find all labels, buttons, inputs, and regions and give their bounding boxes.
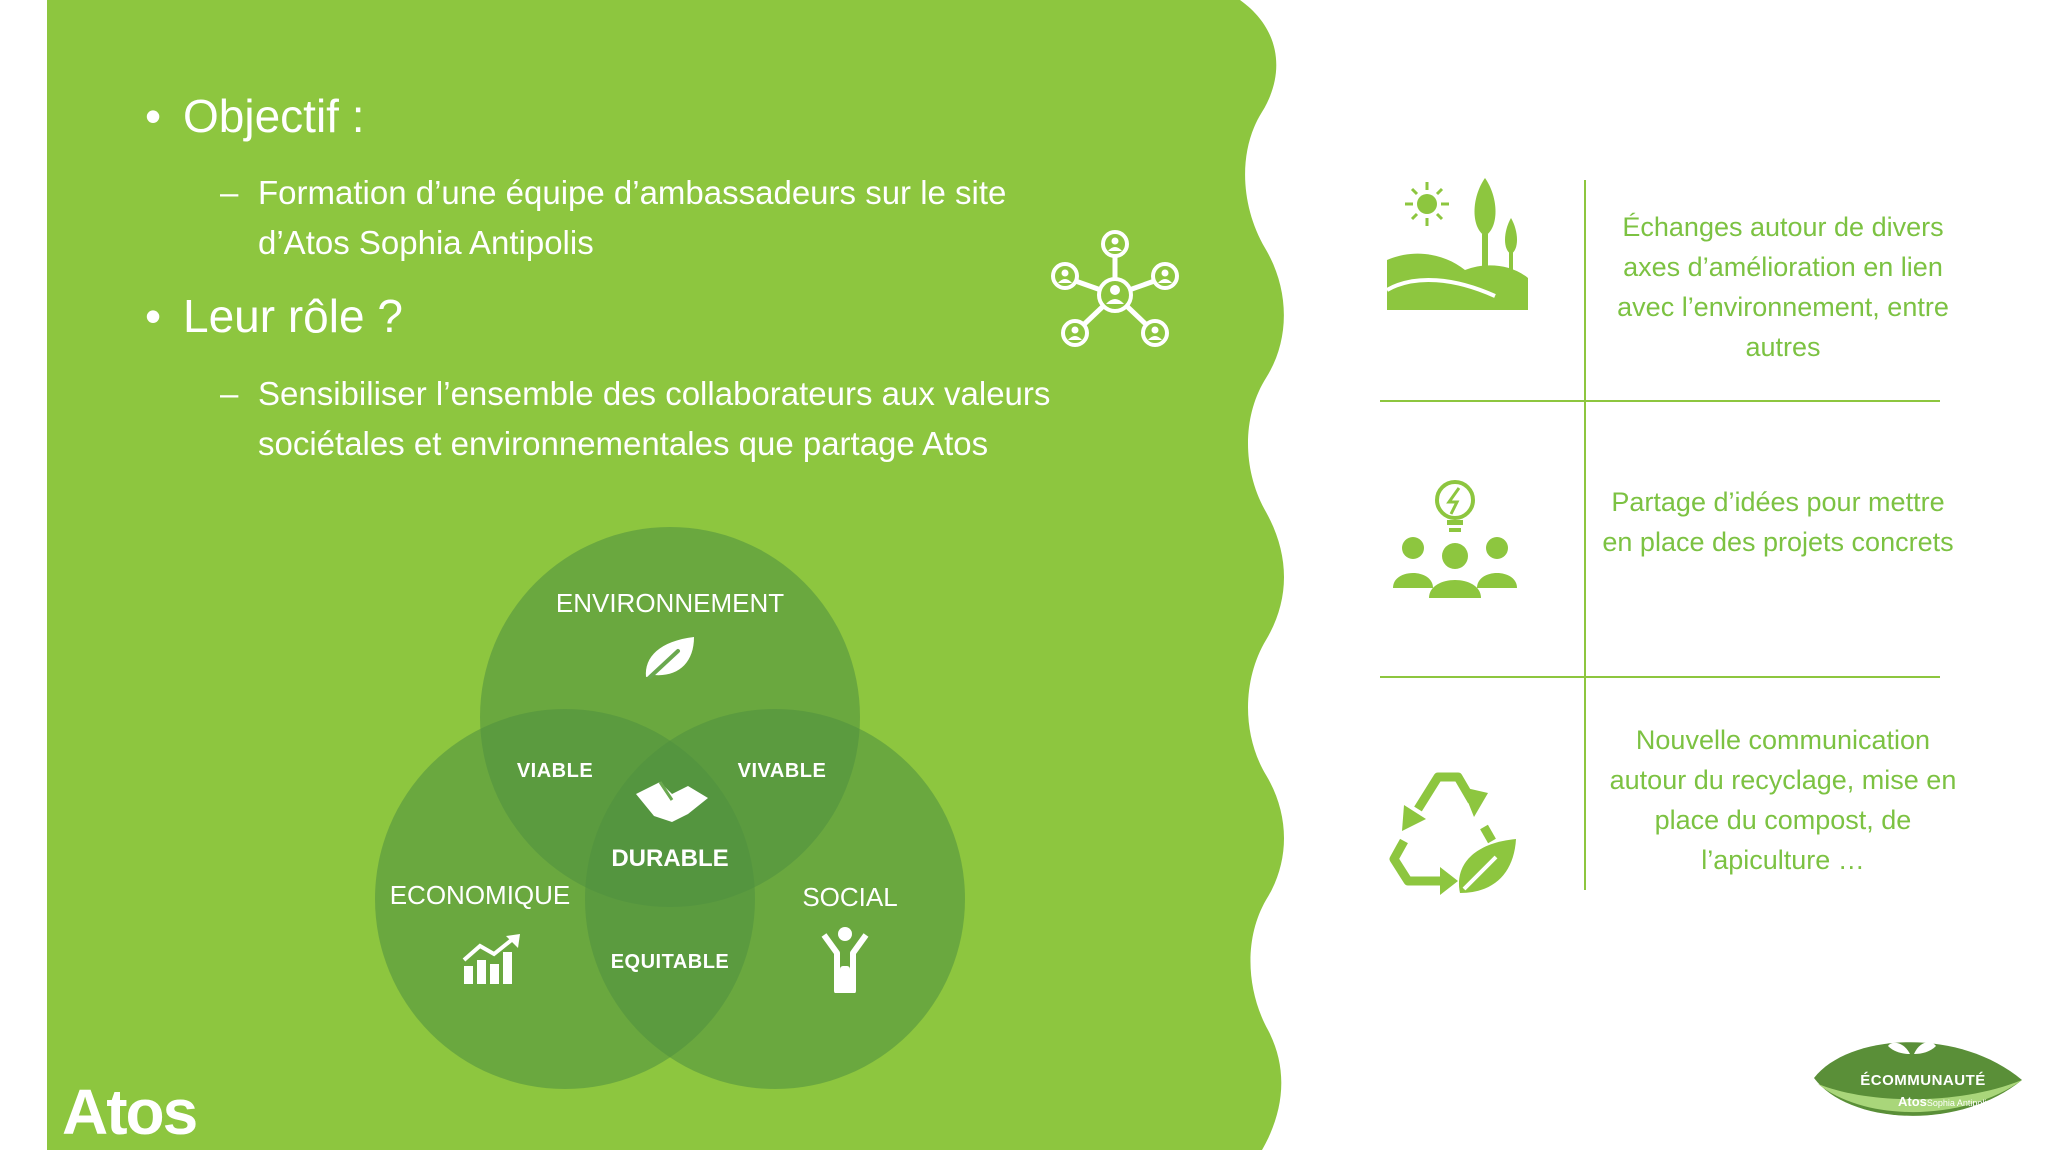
right-text-3: Nouvelle communication autour du recycla… [1609, 725, 1957, 875]
idea-team-icon [1393, 480, 1517, 598]
bullet-title: Objectif : [183, 90, 365, 142]
venn-label-social: SOCIAL [802, 882, 898, 912]
sub-bullet-text: Formation d’une équipe d’ambassadeurs su… [258, 174, 1007, 261]
bullet-title: Leur rôle ? [183, 290, 403, 342]
handshake-icon [636, 781, 708, 822]
bullet-dot: • [145, 290, 162, 342]
venn-label-equitable: EQUITABLE [610, 951, 730, 973]
venn-label-economique: ECONOMIQUE [389, 880, 571, 910]
venn-label-environnement: ENVIRONNEMENT [555, 588, 785, 618]
horizontal-divider-1 [1380, 400, 1940, 402]
bullet-dot: • [145, 90, 162, 142]
venn-label-vivable: VIVABLE [737, 760, 827, 782]
landscape-icon [1386, 178, 1528, 310]
badge-site: Sophia Antipolis [1926, 1098, 1991, 1108]
leaf-icon [645, 637, 694, 679]
badge-title: ÉCOMMUNAUTÉ [1860, 1072, 1986, 1089]
right-text-2: Partage d’idées pour mettre en place des… [1602, 487, 1954, 557]
growth-chart-icon [462, 934, 520, 984]
sub-bullet-role: – Sensibiliser l’ensemble des collaborat… [220, 369, 1140, 469]
horizontal-divider-2 [1380, 676, 1940, 678]
atos-logo: Atos [62, 1076, 198, 1148]
network-people-icon [1051, 230, 1179, 347]
sub-bullet-objectif: – Formation d’une équipe d’ambassadeurs … [220, 168, 1100, 268]
dash: – [220, 174, 239, 211]
sub-bullet-text: Sensibiliser l’ensemble des collaborateu… [258, 375, 1051, 462]
venn-label-durable: DURABLE [611, 845, 729, 872]
person-arms-up-icon [821, 927, 869, 993]
recycle-leaf-icon [1389, 772, 1516, 895]
venn-label-viable: VIABLE [516, 760, 594, 782]
ecommunaute-badge [1814, 1042, 2022, 1116]
dash: – [220, 375, 239, 412]
badge-brand: AtosSophia Antipolis [1898, 1094, 1991, 1109]
right-text-1: Échanges autour de divers axes d’amélior… [1617, 212, 1949, 362]
bullet-objectif: • Objectif : [145, 88, 365, 144]
bullet-role: • Leur rôle ? [145, 288, 403, 344]
badge-brand-name: Atos [1898, 1094, 1927, 1109]
vertical-divider [1584, 180, 1586, 890]
